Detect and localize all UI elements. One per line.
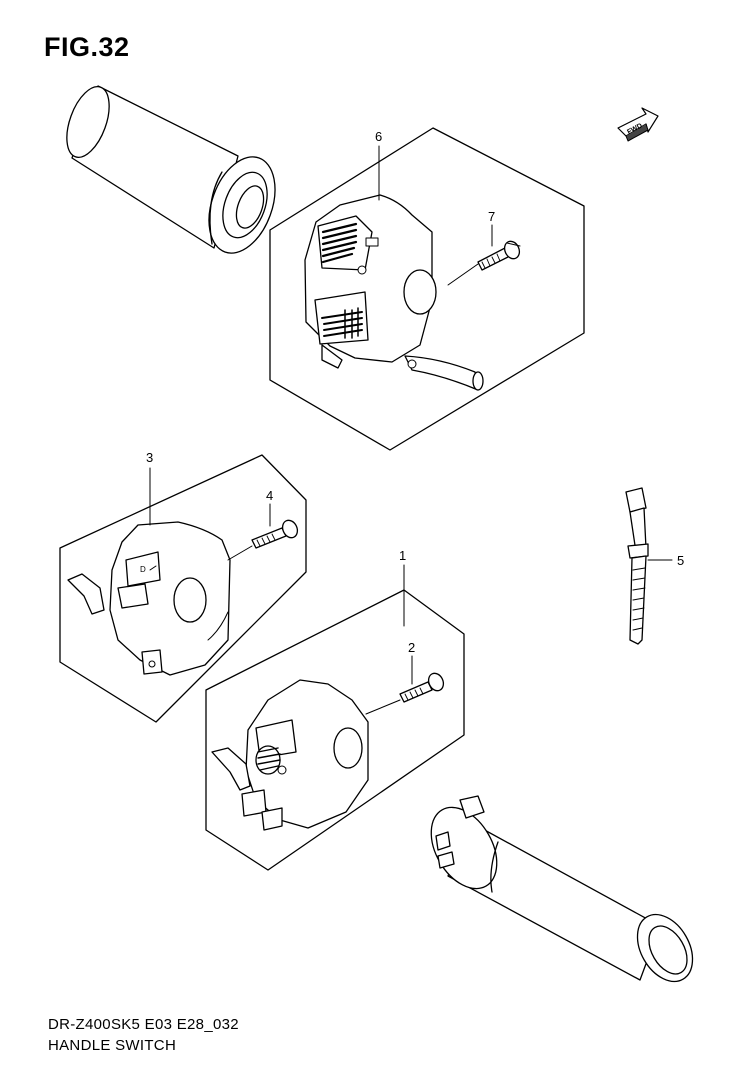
cable-tie-5-part[interactable] [625, 487, 649, 645]
callout-2: 2 [408, 640, 415, 655]
callout-7: 7 [488, 209, 495, 224]
screw-4-part[interactable] [251, 518, 300, 549]
throttle-grip-part[interactable] [418, 795, 704, 991]
figure-title: FIG.32 [44, 32, 130, 62]
handle-switch-group-6 [269, 127, 585, 451]
callout-5: 5 [677, 553, 684, 568]
right-handle-switch-part[interactable] [304, 194, 484, 391]
screw-7-part[interactable] [477, 239, 522, 271]
callout-6: 6 [375, 129, 382, 144]
forward-direction-arrow-icon: FWD [617, 107, 659, 142]
lower-handle-switch-part[interactable] [211, 679, 369, 831]
left-grip-part[interactable] [58, 81, 287, 262]
svg-text:D: D [140, 565, 146, 574]
handle-switch-group-3: D [59, 454, 307, 723]
figure-name: HANDLE SWITCH [48, 1037, 177, 1054]
screw-2-part[interactable] [399, 671, 446, 703]
handle-switch-group-1 [205, 564, 465, 871]
left-handle-switch-part[interactable]: D [67, 521, 231, 676]
callout-4: 4 [266, 488, 273, 503]
model-code: DR-Z400SK5 E03 E28_032 [48, 1016, 239, 1033]
callout-1: 1 [399, 548, 406, 563]
callout-3: 3 [146, 450, 153, 465]
callout-labels: 1 2 3 4 5 6 7 [146, 129, 684, 655]
